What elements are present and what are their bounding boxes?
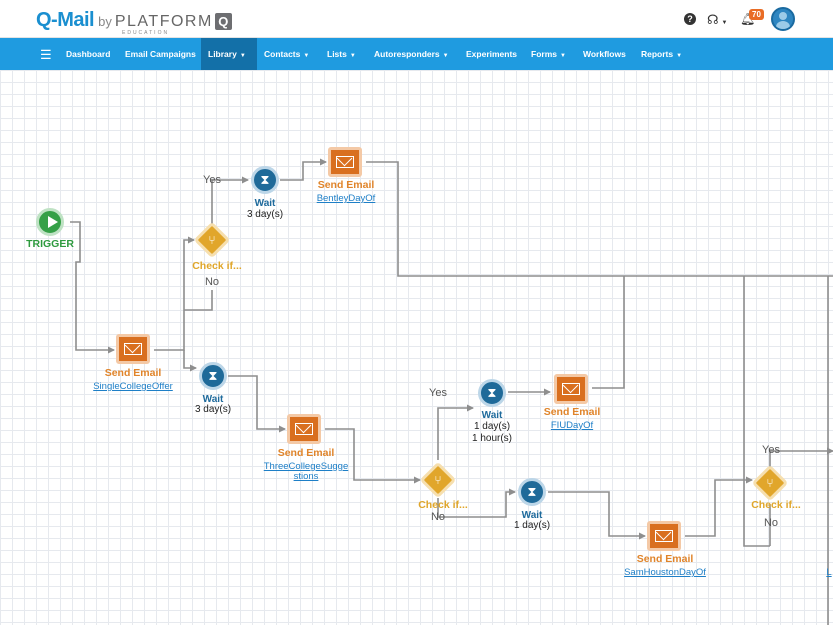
nav-label: Workflows [583,49,626,59]
logo-q-badge: Q [214,13,232,30]
connector-check1-no [184,290,213,311]
check-if-title: Check if... [418,499,468,511]
workflow-connectors [70,158,833,625]
nav-label: Dashboard [66,49,111,59]
envelope-icon[interactable] [287,414,321,444]
connector-check3-yes [769,447,833,467]
connector-check1-yes [211,176,249,225]
connector-three-to-check2 [325,428,421,484]
envelope-icon[interactable] [647,521,681,551]
send-email-title: Send Email [543,406,601,418]
email-template-link-wrap[interactable]: stions [293,471,319,482]
email-template-link[interactable]: FIUDayOf [550,420,594,431]
connector-check2-yes [437,404,474,460]
nav-experiments[interactable]: Experiments [459,38,524,70]
branch-no-label: No [763,517,779,529]
chevron-down-icon: ▼ [349,53,356,59]
chevron-down-icon: ▼ [239,53,246,59]
chevron-down-icon: ▼ [721,20,728,26]
wait-title: Wait [521,510,543,521]
wait-title: Wait [254,198,276,209]
nav-label: Lists [327,49,347,59]
hourglass-icon[interactable]: ⧗ [199,362,227,390]
wait-title: Wait [202,394,224,405]
help-icon[interactable]: ? [684,13,696,25]
chevron-down-icon: ▼ [303,53,310,59]
wait-duration: 1 day(s) [473,421,511,432]
connector-wait-to-three [228,375,286,433]
wait-duration: 1 day(s) [513,520,551,531]
offscreen-link-fragment[interactable]: L [826,567,832,578]
nav-library[interactable]: Library▼ [201,38,257,70]
email-template-link[interactable]: BentleyDayOf [316,193,376,204]
nav-email-campaigns[interactable]: Email Campaigns [118,38,203,70]
connector-email-to-wait [183,350,197,372]
logo-platform-text: PLATFORM [114,13,213,30]
nav-label: Reports [641,49,674,59]
email-template-link[interactable]: SamHoustonDayOf [624,567,706,578]
nav-label: Email Campaigns [125,49,196,59]
connector-email-to-check1 [154,236,195,351]
connector-main-drop [743,276,770,547]
wait-title: Wait [481,410,503,421]
hourglass-icon[interactable]: ⧗ [251,166,279,194]
send-email-title: Send Email [317,179,375,191]
nav-label: Contacts [264,49,301,59]
wait-duration: 3 day(s) [194,404,232,415]
connector-samhouston-to-check3 [685,476,753,537]
chevron-down-icon: ▼ [442,53,449,59]
nav-label: Experiments [466,49,518,59]
email-template-link[interactable]: SingleCollegeOffer [93,381,173,392]
nav-lists[interactable]: Lists▼ [320,38,363,70]
nav-reports[interactable]: Reports▼ [634,38,689,70]
wait-duration-extra: 1 hour(s) [471,433,513,444]
connector-fiu-out [592,276,625,389]
nav-label: Forms [531,49,557,59]
email-template-link[interactable]: ThreeCollegeSugge [263,461,349,472]
envelope-icon[interactable] [328,147,362,177]
nav-workflows[interactable]: Workflows [576,38,633,70]
headset-support-icon[interactable]: ☊▼ [707,12,728,27]
nav-label: Library [208,49,237,59]
branch-yes-label: Yes [203,174,221,186]
connector-wait-to-bentley [280,158,327,181]
send-email-title: Send Email [104,367,162,379]
branch-yes-label: Yes [762,444,780,456]
trigger-label: TRIGGER [26,238,74,250]
connector-trigger-to-email [70,221,115,354]
logo-qmail-text: Q-Mail [36,9,95,31]
send-email-title: Send Email [636,553,694,565]
nav-label: Autoresponders [374,49,440,59]
check-if-title: Check if... [192,260,242,272]
notification-count-badge: 70 [749,9,764,20]
chevron-down-icon: ▼ [559,53,566,59]
main-navbar: ☰ Dashboard Email Campaigns Library▼ Con… [0,38,833,70]
branch-yes-label: Yes [429,387,447,399]
logo-by-text: by [98,14,112,29]
hamburger-menu-icon[interactable]: ☰ [40,47,52,62]
envelope-icon[interactable] [116,334,150,364]
play-icon[interactable] [36,208,64,236]
envelope-icon[interactable] [554,374,588,404]
nav-dashboard[interactable]: Dashboard [59,38,117,70]
logo-education-text: EDUCATION [122,30,170,36]
nav-contacts[interactable]: Contacts▼ [257,38,316,70]
hourglass-icon[interactable]: ⧗ [478,379,506,407]
qmail-logo[interactable]: Q-Mail by PLATFORM Q EDUCATION [36,9,232,36]
branch-no-label: No [430,511,446,523]
workflow-canvas[interactable]: TRIGGER Send Email SingleCollegeOffer ⑂ … [0,70,833,625]
send-email-title: Send Email [277,447,335,459]
top-header: Q-Mail by PLATFORM Q EDUCATION ? ☊▼ 🔔︎ 7… [0,0,833,38]
branch-no-label: No [204,276,220,288]
connector-bentley-out [366,161,833,277]
nav-autoresponders[interactable]: Autoresponders▼ [367,38,456,70]
user-avatar[interactable] [771,7,795,31]
connector-check2-no [437,488,516,518]
chevron-down-icon: ▼ [676,53,683,59]
hourglass-icon[interactable]: ⧗ [518,478,546,506]
wait-duration: 3 day(s) [246,209,284,220]
nav-forms[interactable]: Forms▼ [524,38,573,70]
check-if-title: Check if... [751,499,801,511]
connector-wait-to-samhouston [548,491,646,540]
